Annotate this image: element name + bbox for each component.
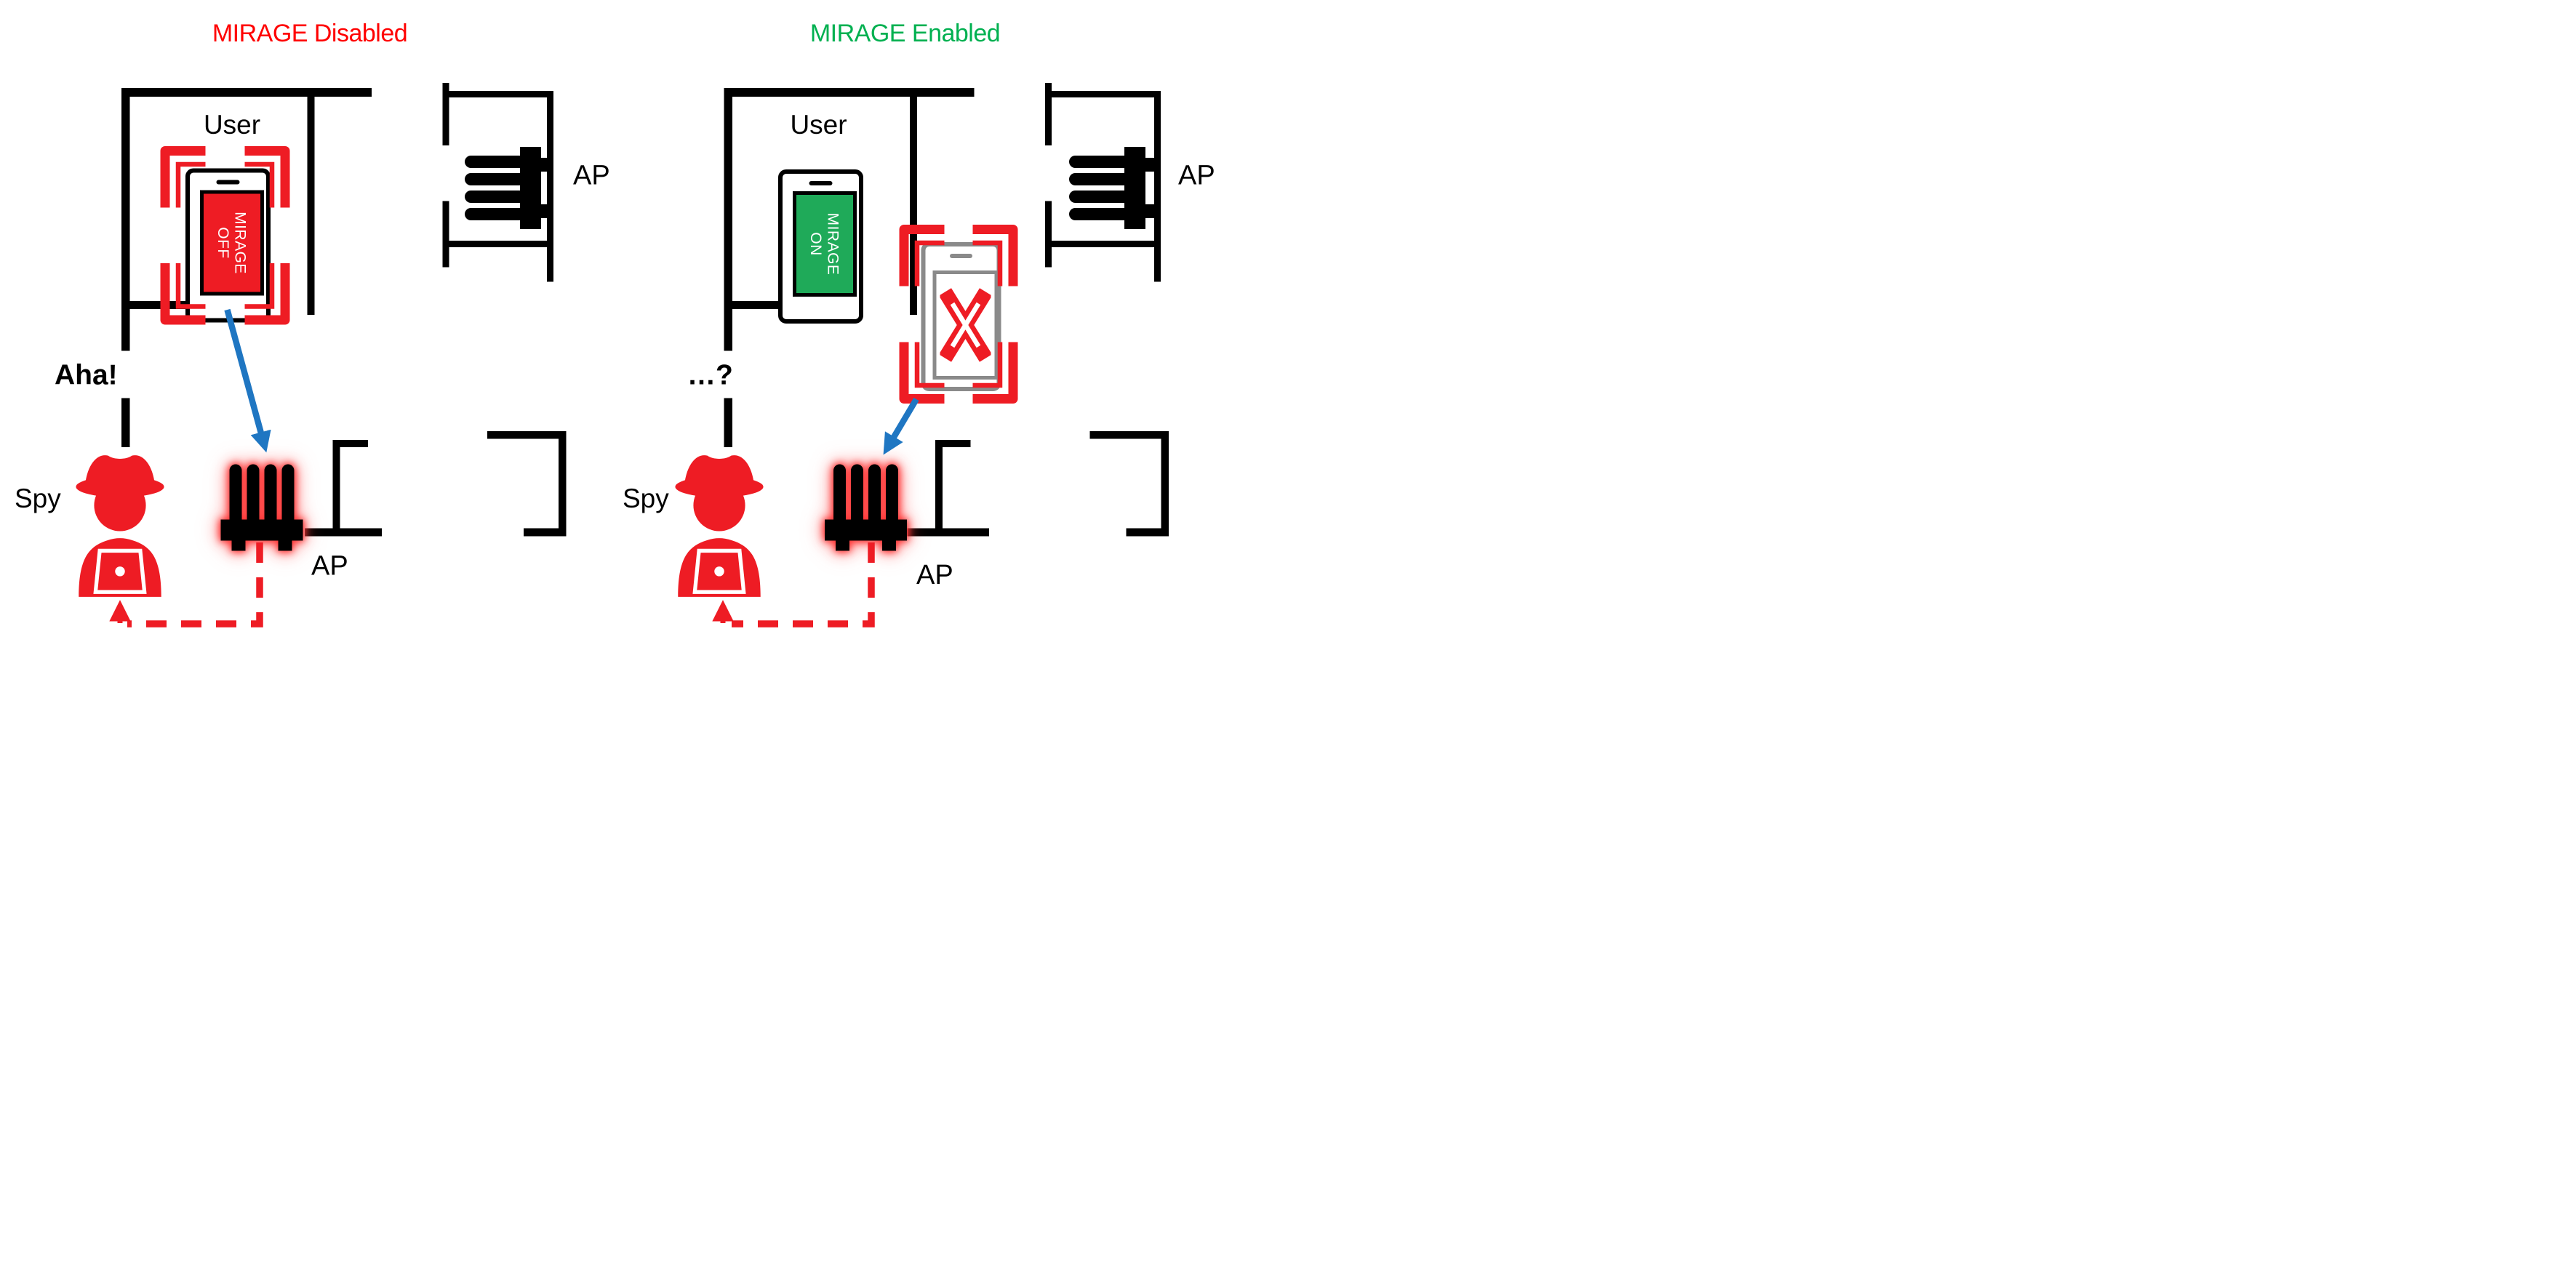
wall	[442, 83, 449, 145]
wall	[332, 440, 340, 537]
ghost-phone	[921, 242, 1001, 391]
phone-speaker-icon	[216, 180, 240, 185]
wall	[1089, 431, 1169, 439]
wall	[305, 528, 382, 537]
wall	[1045, 201, 1052, 268]
spy-label-disabled: Spy	[15, 483, 61, 514]
wall	[1161, 431, 1169, 537]
wall	[907, 528, 989, 537]
ap-label-top-disabled: AP	[573, 159, 610, 191]
phone-speaker-icon	[809, 181, 833, 185]
wall	[449, 91, 553, 97]
wall	[524, 528, 567, 537]
red-dashed-path-disabled	[127, 542, 263, 628]
red-dashed-path-enabled	[732, 542, 875, 628]
ghost-phone-screen	[932, 270, 999, 380]
phone-screen-on: MIRAGE ON	[793, 191, 857, 297]
wall	[1126, 528, 1169, 537]
title-disabled: MIRAGE Disabled	[212, 19, 408, 47]
spy-thought-enabled: …?	[687, 358, 733, 390]
spy-thought-disabled: Aha!	[55, 358, 118, 390]
wall	[724, 398, 732, 447]
user-phone-mirage-off: MIRAGE OFF	[185, 168, 271, 323]
wall	[121, 88, 130, 351]
wall	[487, 431, 567, 439]
title-enabled: MIRAGE Enabled	[809, 19, 1001, 47]
wall	[1052, 241, 1161, 247]
wall	[910, 88, 917, 315]
blue-arrow-phone-to-ap	[224, 308, 271, 453]
arrows-overlay	[109, 308, 919, 628]
phone-screen-off: MIRAGE OFF	[200, 190, 264, 296]
ap-label-bottom-enabled: AP	[916, 559, 953, 590]
wall	[121, 398, 130, 447]
user-label-enabled: User	[790, 109, 847, 140]
wall	[935, 440, 971, 447]
phone-speaker-icon	[950, 254, 972, 258]
wall	[559, 431, 567, 537]
ap-label-top-enabled: AP	[1178, 159, 1215, 191]
ap-label-bottom-disabled: AP	[311, 550, 348, 582]
wall	[449, 241, 553, 247]
user-label-disabled: User	[203, 109, 261, 140]
wall	[547, 91, 553, 282]
wall	[442, 201, 449, 268]
wall	[332, 440, 368, 447]
blue-arrow-ghost-to-ap	[883, 397, 919, 455]
wall	[1052, 91, 1161, 97]
mirage-diagram: MIRAGE Disabled MIRAGE Enabled User User…	[0, 0, 1288, 632]
user-phone-mirage-on: MIRAGE ON	[778, 169, 863, 324]
wall	[307, 88, 315, 315]
wall	[935, 440, 943, 537]
wall	[1154, 91, 1161, 282]
wall	[724, 88, 732, 351]
spy-label-enabled: Spy	[623, 483, 669, 514]
wall	[1045, 83, 1052, 145]
